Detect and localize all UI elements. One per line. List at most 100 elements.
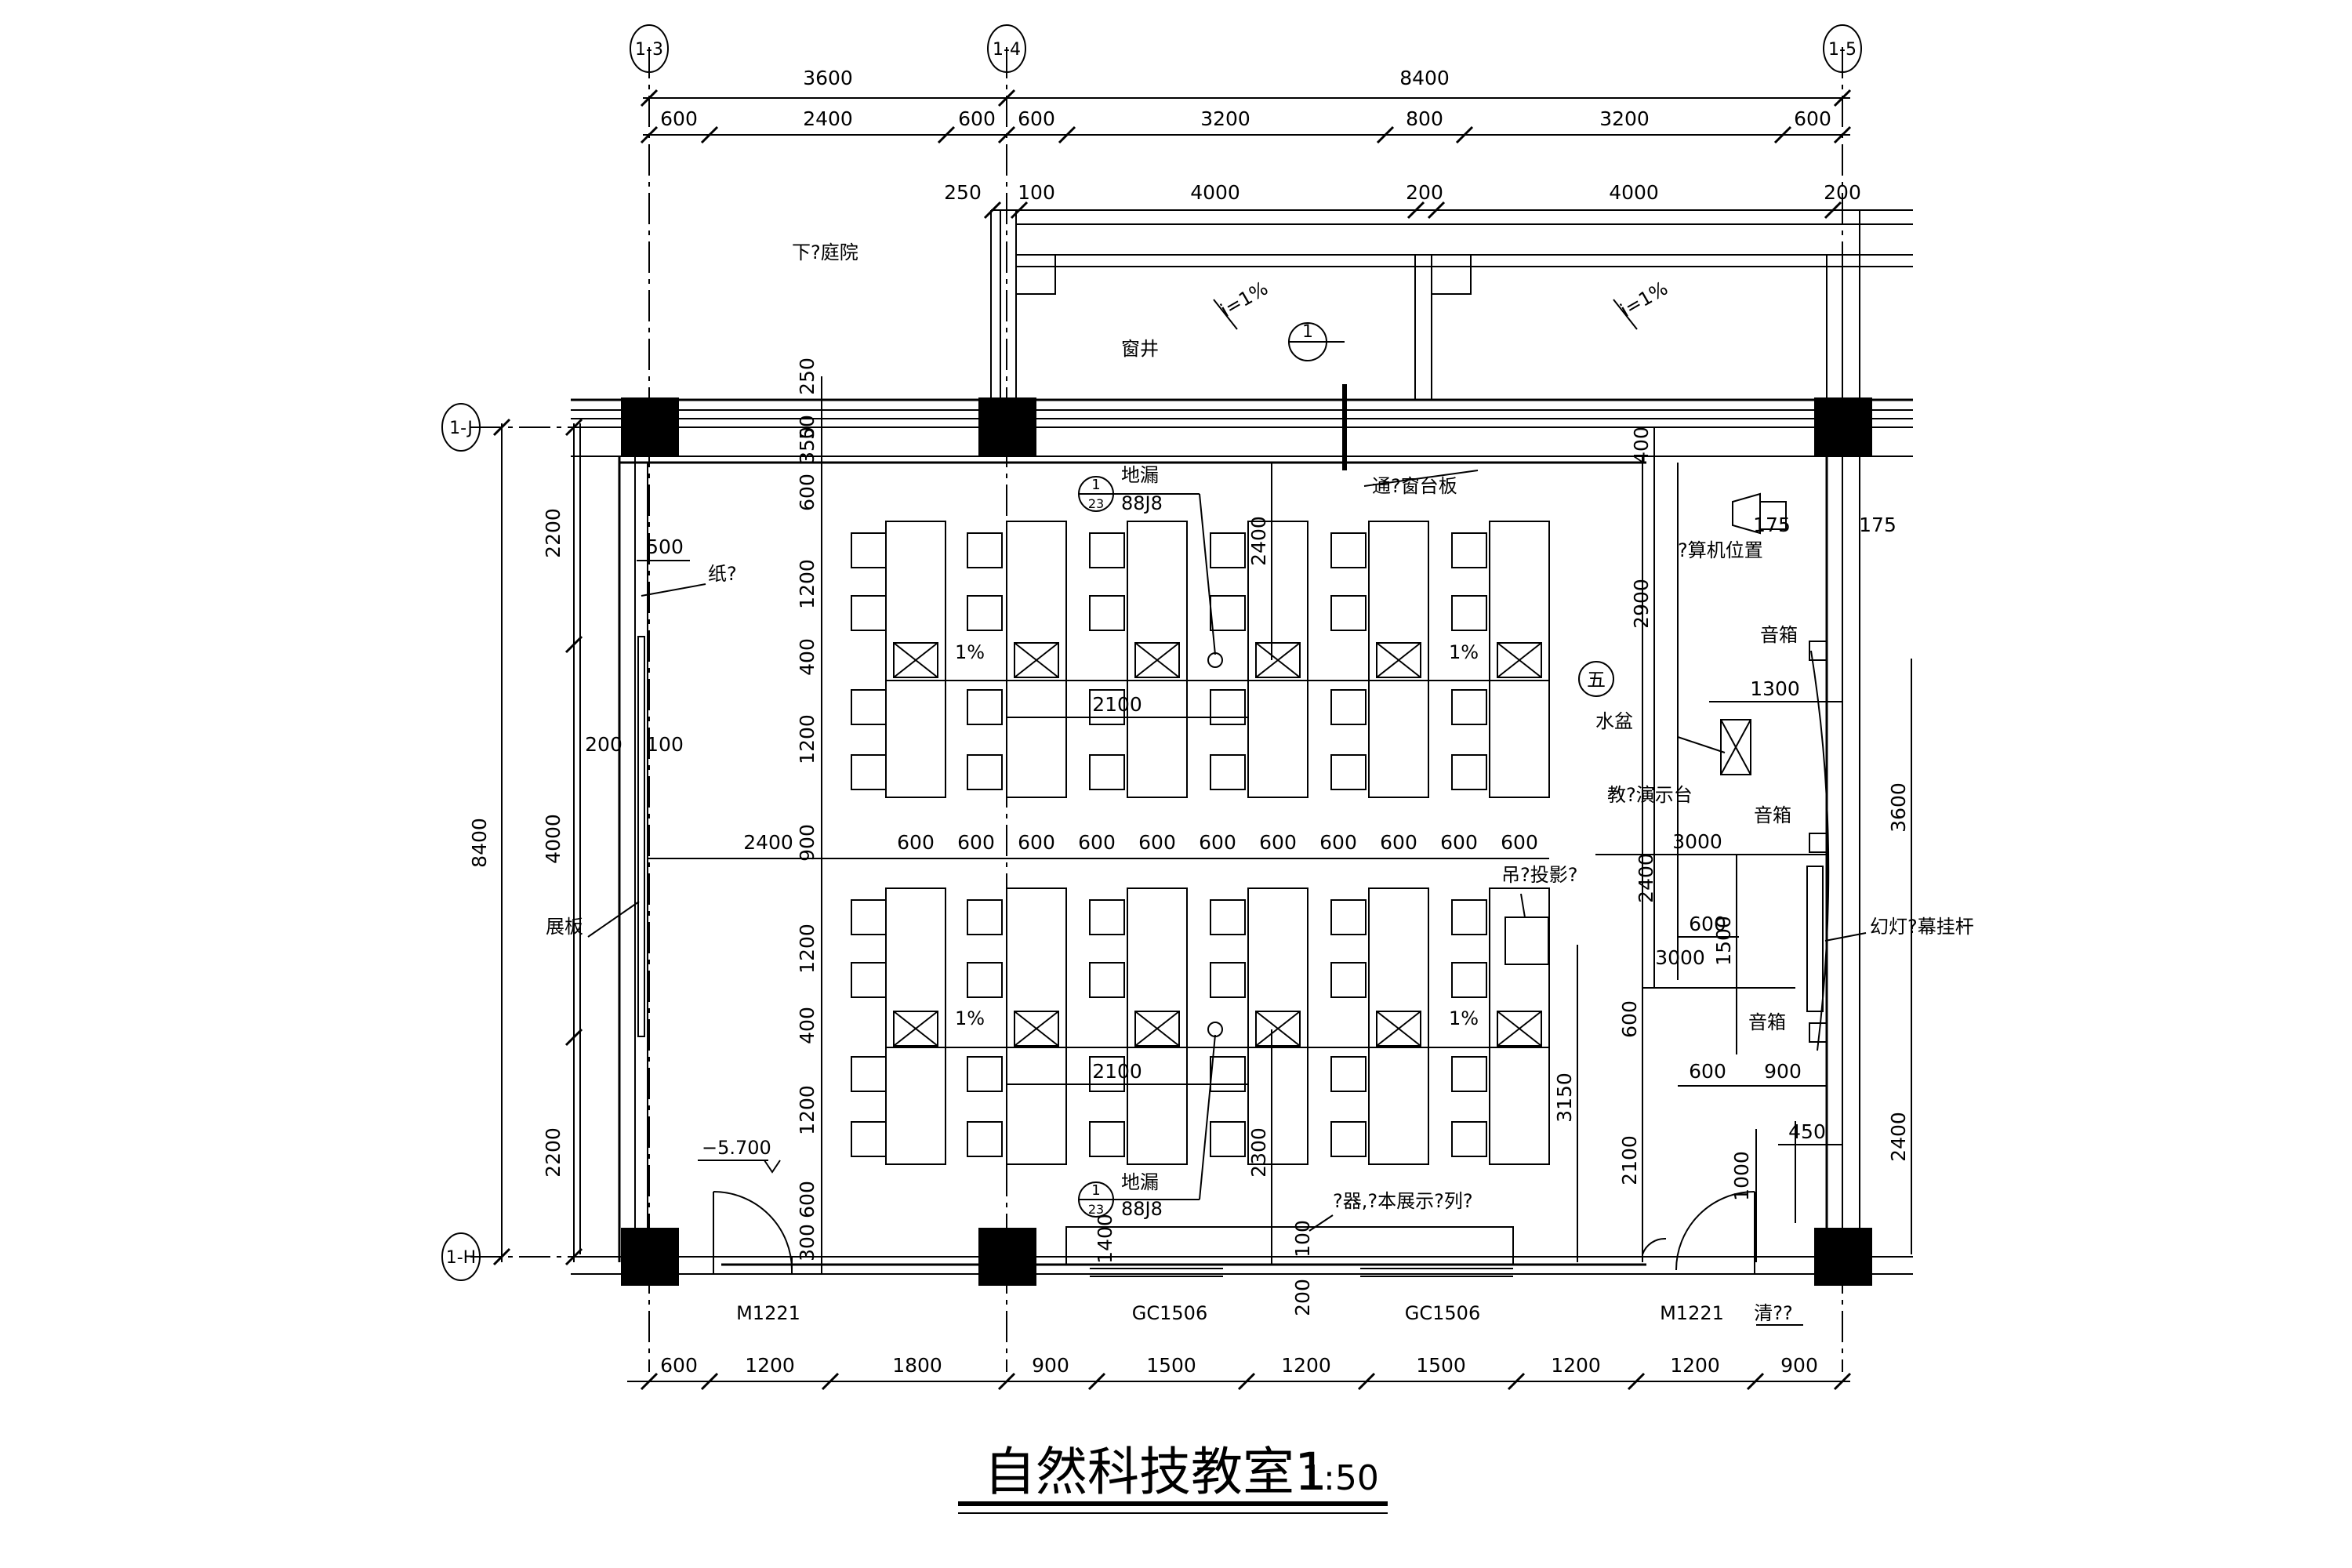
bench-slope-pct: 1%	[1449, 1007, 1479, 1029]
courtyard-label: 下?庭院	[792, 241, 858, 263]
svg-text:2400: 2400	[1247, 516, 1270, 566]
window-tag: GC1506	[1132, 1302, 1207, 1324]
svg-text:600: 600	[1618, 1000, 1641, 1038]
svg-text:900: 900	[1764, 1060, 1802, 1083]
svg-text:88J8: 88J8	[1121, 1198, 1163, 1220]
svg-text:地漏: 地漏	[1121, 1171, 1159, 1193]
svg-text:1200: 1200	[745, 1354, 795, 1377]
svg-text:幻灯?幕挂杆: 幻灯?幕挂杆	[1870, 916, 1974, 938]
svg-text:400: 400	[1630, 426, 1653, 464]
svg-text:1200: 1200	[796, 714, 818, 764]
svg-text:1-H: 1-H	[446, 1248, 476, 1268]
svg-text:600: 600	[1440, 831, 1478, 854]
svg-text:1-3: 1-3	[635, 40, 663, 60]
door-tag: M1221	[736, 1302, 800, 1324]
svg-text:50: 50	[796, 415, 818, 440]
dim-top-row2: 600	[660, 107, 698, 130]
svg-text:1-4: 1-4	[993, 40, 1021, 60]
dim-top-row3: 100	[1018, 181, 1055, 204]
svg-text:1500: 1500	[1146, 1354, 1196, 1377]
svg-text:1000: 1000	[1730, 1151, 1753, 1201]
svg-text:音箱: 音箱	[1754, 804, 1791, 826]
svg-text:音箱: 音箱	[1760, 624, 1798, 646]
drawing-title: 自然科技教室1	[984, 1442, 1327, 1502]
door-left	[713, 1191, 793, 1274]
svg-text:300: 300	[796, 1224, 818, 1261]
svg-text:400: 400	[796, 638, 818, 676]
svg-text:900: 900	[1032, 1354, 1069, 1377]
dim-left-part: 2200	[542, 508, 564, 558]
svg-text:2100: 2100	[1618, 1135, 1641, 1185]
svg-text:600: 600	[660, 1354, 698, 1377]
structural-column	[978, 397, 1036, 456]
svg-text:−5.700: −5.700	[702, 1137, 771, 1159]
svg-text:3150: 3150	[1553, 1073, 1576, 1123]
floor-drain	[1207, 652, 1223, 668]
svg-text:1200: 1200	[1551, 1354, 1601, 1377]
svg-text:2300: 2300	[1247, 1127, 1270, 1178]
bench-sinks-bottom	[893, 1011, 1542, 1047]
door-tag: M1221	[1660, 1302, 1724, 1324]
stools-top	[851, 532, 1487, 790]
svg-text:水盆: 水盆	[1595, 710, 1633, 732]
svg-text:1: 1	[1302, 322, 1313, 342]
svg-text:1-5: 1-5	[1828, 40, 1857, 60]
svg-text:纸?: 纸?	[708, 563, 737, 585]
svg-text:2900: 2900	[1630, 579, 1653, 629]
structural-column	[621, 397, 679, 456]
svg-text:200: 200	[585, 733, 622, 756]
dim-top-3600: 3600	[803, 67, 853, 89]
svg-text:1300: 1300	[1750, 677, 1800, 700]
dim-top-row3: 4000	[1190, 181, 1240, 204]
svg-text:350: 350	[796, 426, 818, 464]
svg-text:900: 900	[796, 824, 818, 862]
svg-text:1200: 1200	[796, 1085, 818, 1135]
stools-bottom	[851, 899, 1487, 1157]
svg-text:500: 500	[646, 535, 684, 558]
axis-bubble-1-5: 1-5	[1823, 24, 1862, 73]
svg-text:23: 23	[1088, 1202, 1104, 1217]
svg-text:100: 100	[646, 733, 684, 756]
left-dimension-chains: 8400 2200 4000 2200	[468, 418, 583, 1266]
drawing-scale: 1:50	[1301, 1458, 1379, 1498]
svg-text:展板: 展板	[546, 916, 583, 938]
svg-text:1200: 1200	[1281, 1354, 1331, 1377]
svg-text:400: 400	[796, 1007, 818, 1044]
svg-text:900: 900	[1780, 1354, 1818, 1377]
svg-text:600: 600	[1501, 831, 1538, 854]
svg-text:1: 1	[1091, 477, 1100, 493]
svg-text:600: 600	[897, 831, 935, 854]
svg-text:1800: 1800	[892, 1354, 942, 1377]
svg-text:600: 600	[957, 831, 995, 854]
inner-left-dimension-chain: 250 50 350 600 1200 400 1200 900 1200 40…	[796, 358, 822, 1274]
interior-dimensions: 2100 2100 2400 2300 1400 100 200 500 200…	[585, 426, 1912, 1316]
window-well	[990, 209, 1913, 400]
svg-text:?器,?本展示?列?: ?器,?本展示?列?	[1333, 1190, 1473, 1212]
drawing-title-block: 自然科技教室1 1:50	[958, 1442, 1388, 1514]
lab-bench-block-bottom	[885, 887, 1550, 1165]
dim-top-row2: 3200	[1200, 107, 1250, 130]
svg-text:3000: 3000	[1672, 830, 1722, 853]
svg-text:88J8: 88J8	[1121, 492, 1163, 514]
top-dimension-chains: 3600 8400 600 2400 600 600 3200 800 3200…	[640, 67, 1861, 220]
dim-top-row3: 4000	[1609, 181, 1659, 204]
svg-text:?算机位置: ?算机位置	[1678, 539, 1763, 561]
svg-text:1200: 1200	[796, 924, 818, 974]
door-right	[1642, 1191, 1755, 1274]
desk-row-dimension-chain: 2400 600 600 600 600 600 600 600 600 600…	[648, 831, 1549, 859]
svg-text:600: 600	[1319, 831, 1357, 854]
svg-text:600: 600	[796, 1181, 818, 1218]
svg-text:1500: 1500	[1712, 916, 1735, 966]
svg-text:音箱: 音箱	[1748, 1011, 1786, 1033]
svg-text:100: 100	[1291, 1220, 1314, 1258]
detail-callout-floor-drain-bottom: 1 23 地漏 88J8	[1078, 1034, 1216, 1220]
section-marker: 1	[1288, 322, 1347, 470]
lab-bench-block-top	[885, 521, 1550, 798]
structural-column	[978, 1228, 1036, 1286]
bench-slope-pct: 1%	[955, 1007, 985, 1029]
svg-text:600: 600	[1689, 913, 1726, 935]
dim-top-row3: 200	[1406, 181, 1443, 204]
slope-label: i=1%	[1617, 278, 1671, 322]
axis-bubble-1-3: 1-3	[630, 24, 669, 73]
dim-top-8400: 8400	[1399, 67, 1450, 89]
